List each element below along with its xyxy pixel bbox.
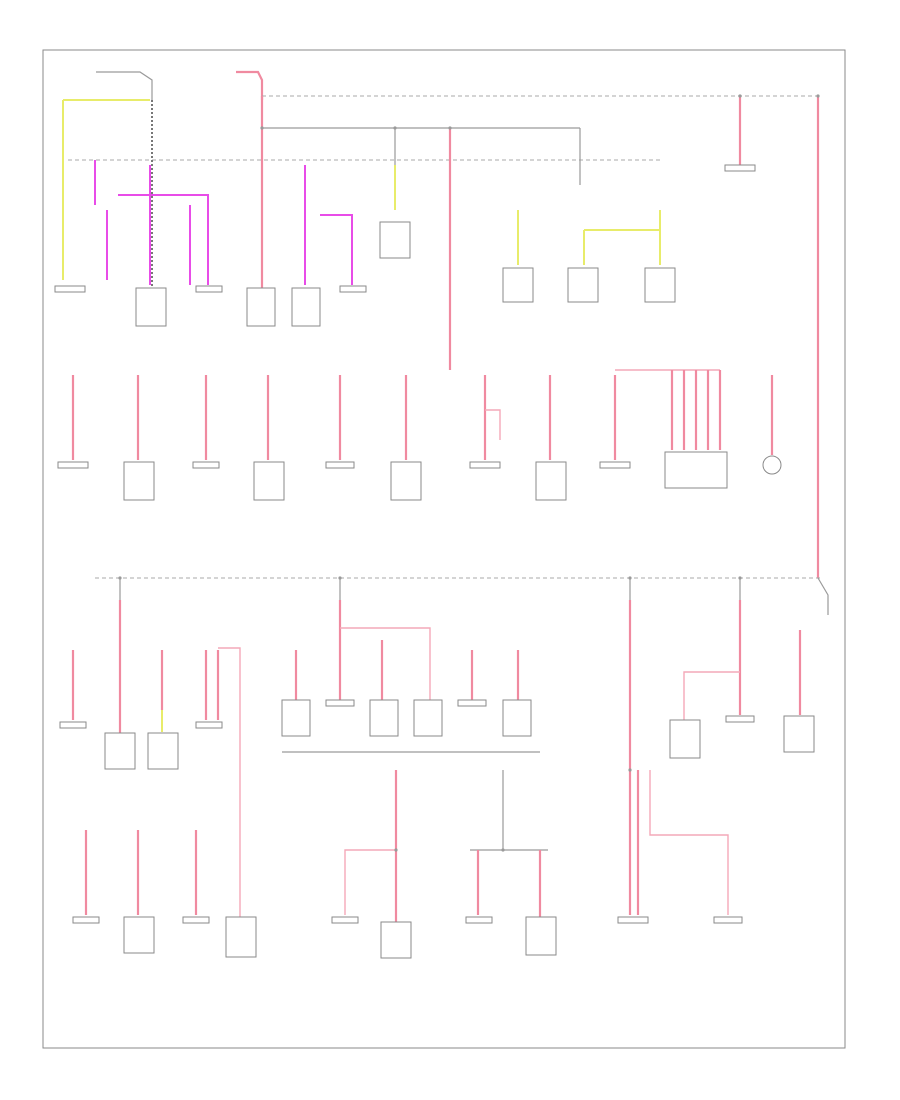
component-top-2 <box>135 287 167 327</box>
component-mid-2 <box>123 461 155 501</box>
component-top-1 <box>54 285 86 293</box>
mag-branch-7 <box>320 214 353 285</box>
connector-c3 <box>369 699 399 737</box>
top-source-wire-2 <box>236 70 264 100</box>
low-wire-18 <box>683 671 740 720</box>
component-top-7 <box>379 221 411 259</box>
component-low-7 <box>783 715 815 753</box>
component-mid-9 <box>599 461 631 469</box>
component-btm-5 <box>331 916 359 924</box>
component-top-8 <box>502 267 534 303</box>
yel-branch-3 <box>584 229 661 265</box>
btm-wire-5 <box>344 849 396 915</box>
component-low-6 <box>725 715 755 723</box>
component-low-2 <box>104 732 136 770</box>
lower-bus-riser <box>817 577 829 615</box>
low-wire-7 <box>218 647 241 925</box>
component-mid-5 <box>325 461 355 469</box>
component-low-3 <box>147 732 179 770</box>
component-mid-6 <box>390 461 422 501</box>
junction-dots <box>118 94 820 852</box>
component-top-3 <box>195 285 223 293</box>
component-btm-10 <box>713 916 743 924</box>
component-top-5 <box>291 287 321 327</box>
component-top-4 <box>246 287 276 327</box>
component-mid-4 <box>253 461 285 501</box>
connector-c6 <box>502 699 532 737</box>
component-btm-8 <box>525 916 557 956</box>
component-btm-4 <box>225 916 257 958</box>
low-wire-9 <box>340 627 431 700</box>
component-mid-3 <box>192 461 220 469</box>
component-low-1 <box>59 721 87 729</box>
lamp-symbol <box>762 455 782 475</box>
connector-c2 <box>325 699 355 707</box>
top-source-wire-1 <box>96 71 153 100</box>
component-btm-2 <box>123 916 155 954</box>
component-mid-7 <box>469 461 501 469</box>
component-btm-3 <box>182 916 210 924</box>
mag-branch-2 <box>118 194 209 285</box>
component-top-9 <box>567 267 599 303</box>
component-top-6 <box>339 285 367 293</box>
component-btm-7 <box>465 916 493 924</box>
component-top-11 <box>724 164 756 172</box>
component-btm-9 <box>617 916 649 924</box>
connector-c1 <box>281 699 311 737</box>
component-mid-8 <box>535 461 567 501</box>
component-btm-6 <box>380 921 412 959</box>
component-mid-1 <box>57 461 89 469</box>
component-top-10 <box>644 267 676 303</box>
low-wire-16 <box>649 770 729 915</box>
connector-c4 <box>413 699 443 737</box>
diagram-frame <box>42 49 846 1049</box>
mid-wire-branch <box>485 409 501 440</box>
connector-c5 <box>457 699 487 707</box>
component-low-4 <box>195 721 223 729</box>
component-low-5 <box>669 719 701 759</box>
component-btm-1 <box>72 916 100 924</box>
component-mid-10 <box>664 451 728 489</box>
